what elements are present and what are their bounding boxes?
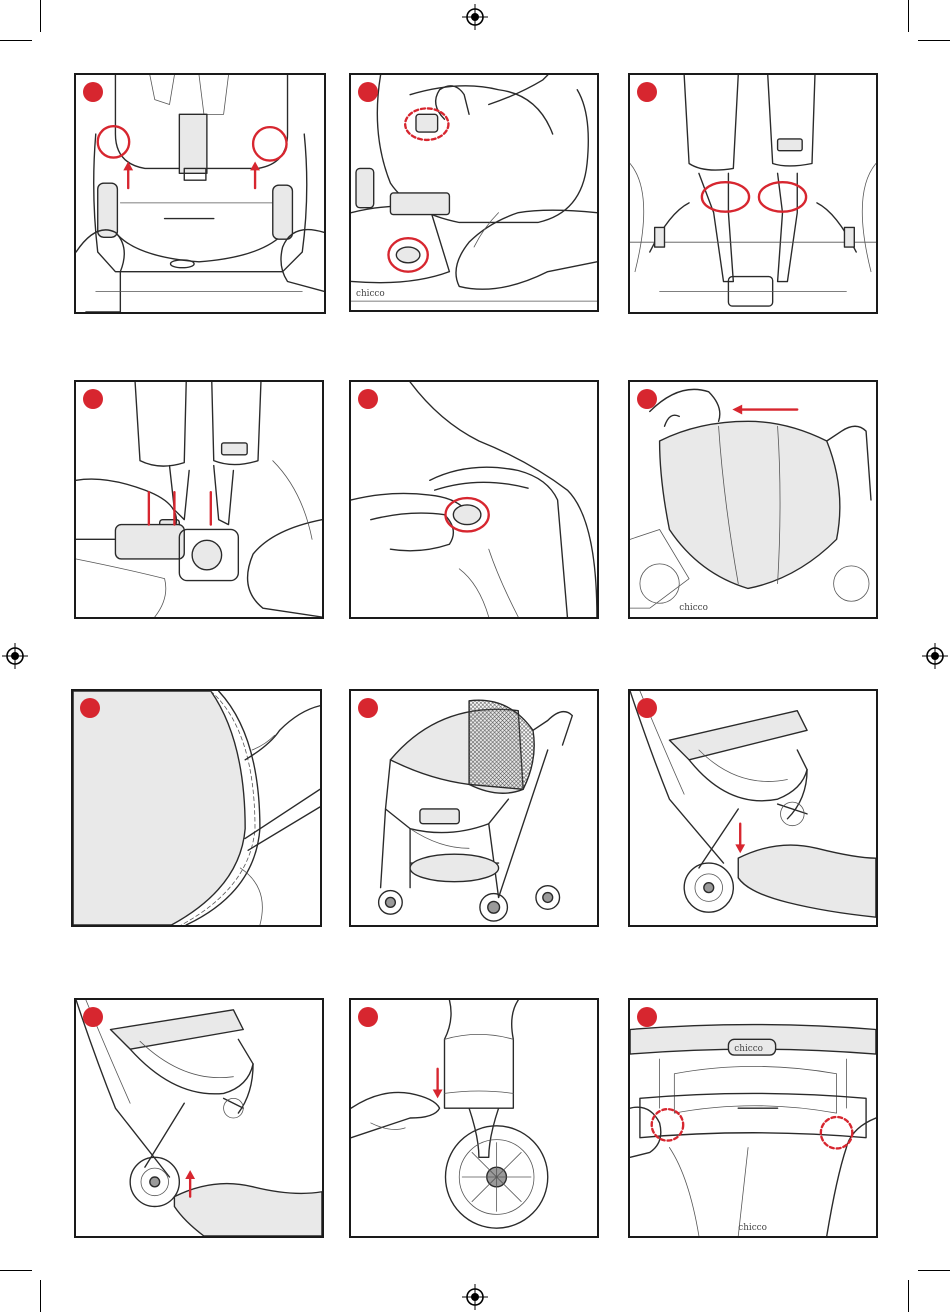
svg-text:chicco: chicco: [738, 1223, 767, 1233]
instruction-panel-10: [74, 998, 324, 1238]
instruction-panel-9: [628, 689, 878, 927]
instruction-panel-12: chicco chicco: [628, 998, 878, 1238]
registration-mark-icon: [2, 643, 28, 669]
step-marker: [83, 389, 103, 409]
svg-text:chicco: chicco: [679, 603, 708, 613]
svg-text:chicco: chicco: [356, 289, 385, 299]
instruction-panel-6: chicco: [628, 380, 878, 619]
instruction-panel-5: [349, 380, 599, 619]
crop-mark: [0, 1270, 32, 1271]
crop-mark: [40, 0, 41, 32]
instruction-panel-2: chicco: [349, 73, 599, 312]
shoulder-straps-illustration: [630, 75, 876, 312]
step-marker: [83, 1007, 103, 1027]
brake-engage-illustration: [630, 691, 876, 925]
instruction-panel-7: [71, 689, 322, 927]
crop-mark: [0, 40, 32, 41]
registration-mark-icon: [922, 643, 948, 669]
step-marker: [80, 698, 100, 718]
seat-back-adjust-illustration: [351, 382, 597, 617]
step-marker: [637, 1007, 657, 1027]
step-marker: [637, 82, 657, 102]
instruction-panel-11: [349, 998, 599, 1238]
svg-text:chicco: chicco: [734, 1044, 763, 1054]
crop-mark: [918, 40, 950, 41]
registration-mark-icon: [462, 1284, 488, 1310]
brake-release-illustration: [76, 1000, 322, 1236]
instruction-panel-4: [74, 380, 324, 619]
step-marker: [358, 1007, 378, 1027]
crop-mark: [918, 1270, 950, 1271]
step-marker: [637, 389, 657, 409]
crop-mark: [908, 0, 909, 32]
step-marker: [358, 389, 378, 409]
front-wheel-swivel-illustration: [351, 1000, 597, 1236]
step-marker: [83, 82, 103, 102]
buckle-illustration: [76, 382, 322, 617]
step-marker: [358, 698, 378, 718]
instruction-panel-1: [74, 73, 326, 314]
instruction-panel-8: [349, 689, 599, 927]
canopy-open-illustration: chicco: [630, 382, 876, 617]
crop-mark: [908, 1280, 909, 1312]
step-marker: [358, 82, 378, 102]
instruction-panel-3: [628, 73, 878, 314]
harness-release-illustration: chicco: [351, 75, 597, 310]
seat-unit-illustration: [76, 75, 324, 312]
crop-mark: [40, 1280, 41, 1312]
step-marker: [637, 698, 657, 718]
bumper-bar-illustration: chicco chicco: [630, 1000, 876, 1236]
assembled-stroller-illustration: [351, 691, 597, 925]
registration-mark-icon: [462, 4, 488, 30]
canopy-zip-illustration: [73, 691, 320, 925]
